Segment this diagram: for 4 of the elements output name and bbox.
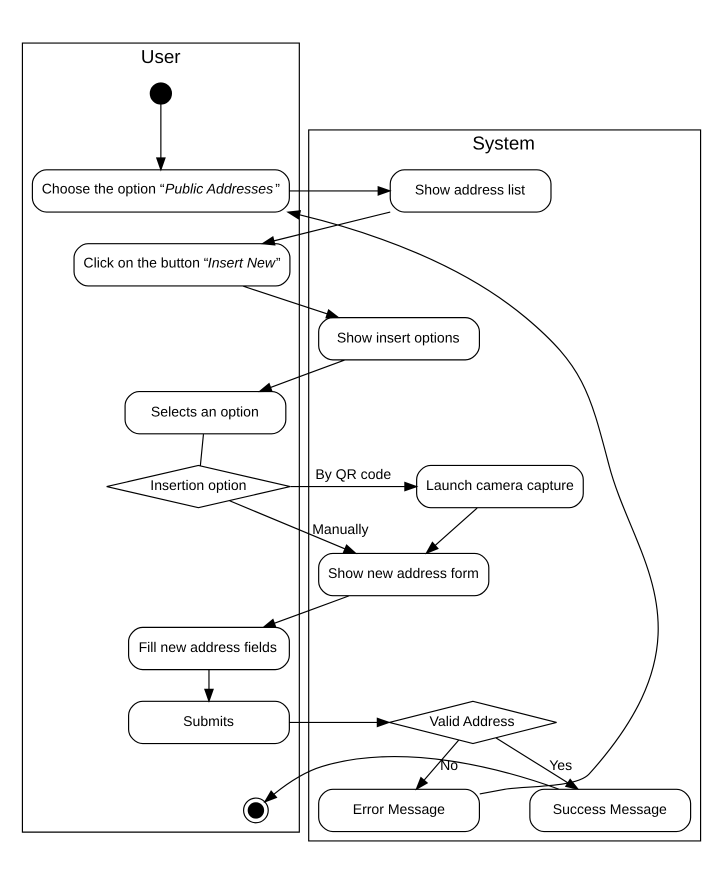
edge-label: By QR code bbox=[315, 466, 392, 482]
edge-label: Manually bbox=[312, 521, 369, 538]
edge-label: Yes bbox=[549, 757, 572, 774]
edge-label: No bbox=[440, 757, 458, 774]
